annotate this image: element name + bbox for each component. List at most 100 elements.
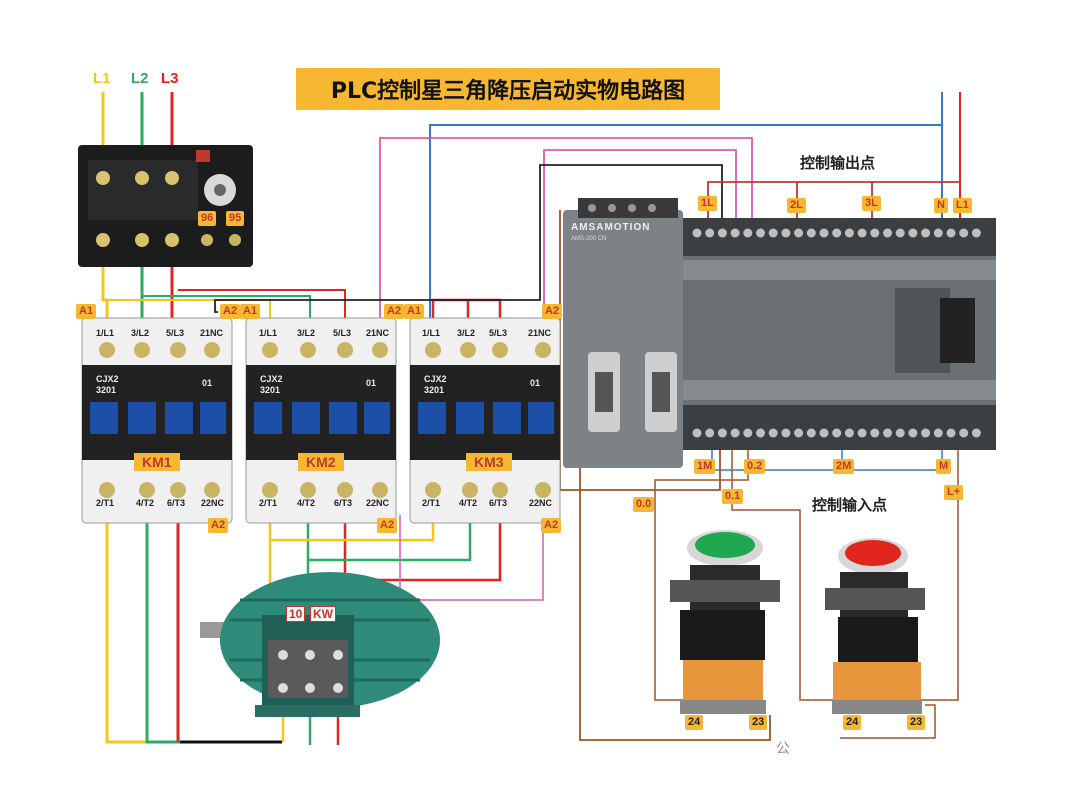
km2-model-line2: 3201 xyxy=(260,385,281,395)
output-tag-n: N xyxy=(934,198,948,213)
output-terminal-screw xyxy=(946,228,956,238)
input-terminal-screw xyxy=(895,428,905,438)
wire-brown-2 xyxy=(579,300,771,741)
input-tag-0-1: 0.1 xyxy=(722,489,744,504)
km1-terminal-5l3: 5/L3 xyxy=(166,328,185,338)
contactor-km3 xyxy=(409,317,561,524)
stop-button-terminal-24: 24 xyxy=(843,715,862,730)
input-terminal-screw xyxy=(692,428,702,438)
input-terminal-screw xyxy=(832,428,842,438)
input-terminal-screw xyxy=(806,428,816,438)
input-tag-lplus: L+ xyxy=(944,485,964,500)
output-tag-l1: L1 xyxy=(953,198,972,213)
km3-coil-a2-top: A2 xyxy=(542,304,563,319)
plc-unit xyxy=(563,198,996,468)
input-terminal-screw xyxy=(921,428,931,438)
km2-label: KM2 xyxy=(298,453,344,471)
output-terminal-screw xyxy=(921,228,931,238)
input-terminal-screw xyxy=(717,428,727,438)
km3-terminal-22nc: 22NC xyxy=(529,498,553,508)
input-terminal-screw xyxy=(756,428,765,438)
output-terminal-screw xyxy=(806,228,816,238)
output-terminal-screw xyxy=(730,228,740,238)
km1-coil-a1: A1 xyxy=(76,304,97,319)
input-terminal-screw xyxy=(705,428,715,438)
km3-label: KM3 xyxy=(466,453,512,471)
output-terminal-screw xyxy=(768,228,778,238)
wire-pink1 xyxy=(379,137,753,345)
output-terminal-screw xyxy=(933,228,943,238)
wire-red-out-bus xyxy=(707,181,960,232)
output-tag-1l: 1L xyxy=(698,196,717,211)
km3-terminal-6t3: 6/T3 xyxy=(489,498,508,508)
km1-terminal-3l2: 3/L2 xyxy=(131,328,150,338)
output-terminal-screw xyxy=(794,228,804,238)
km2-terminal-1l1: 1/L1 xyxy=(259,328,278,338)
input-terminal-screw xyxy=(730,428,740,438)
km1-terminal-1l1: 1/L1 xyxy=(96,328,115,338)
input-terminal-screw xyxy=(959,428,969,438)
input-tag-2m: 2M xyxy=(833,459,855,474)
km3-terminal-5l3: 5/L3 xyxy=(489,328,508,338)
input-terminal-screw xyxy=(971,428,981,438)
output-terminal-screw xyxy=(908,228,918,238)
output-terminal-screw xyxy=(692,228,702,238)
input-tag-0-0: 0.0 xyxy=(633,497,655,512)
km1-terminal-2t1: 2/T1 xyxy=(96,498,115,508)
km2-model-line1: CJX2 xyxy=(260,374,283,384)
input-terminal-screw xyxy=(857,428,867,438)
plc-brand: AMSAMOTION xyxy=(571,222,651,233)
start-button-terminal-23: 23 xyxy=(749,715,768,730)
km3-terminal-4t2: 4/T2 xyxy=(459,498,478,508)
overload-terminal-95: 95 xyxy=(226,211,245,226)
motor-power-value: 10 xyxy=(286,606,306,622)
plc-model: AMS-200 CN xyxy=(571,236,607,242)
km3-terminal-2t1: 2/T1 xyxy=(422,498,441,508)
motor-power-unit: KW xyxy=(310,606,336,622)
input-terminal-screw xyxy=(844,428,854,438)
overload-relay xyxy=(78,145,253,267)
start-button-terminal-24: 24 xyxy=(685,715,704,730)
output-terminal-screw xyxy=(895,228,905,238)
km2-terminal-5l3: 5/L3 xyxy=(333,328,352,338)
km2-coil-a1: A1 xyxy=(240,304,261,319)
input-terminal-screw xyxy=(883,428,892,438)
wire-brown-3 xyxy=(731,435,840,701)
km2-terminal-2t1: 2/T1 xyxy=(259,498,278,508)
km2-terminal-4t2: 4/T2 xyxy=(297,498,316,508)
phase-label-l2: L2 xyxy=(131,70,149,87)
km1-terminal-6t3: 6/T3 xyxy=(167,498,186,508)
output-terminal-screw xyxy=(756,228,765,238)
output-terminal-screw xyxy=(870,228,880,238)
output-terminal-screw xyxy=(819,228,829,238)
push-button-start xyxy=(670,530,780,714)
wire-l2-km1-out xyxy=(145,495,180,744)
km3-aux: 01 xyxy=(530,378,541,388)
output-terminal-screw xyxy=(883,228,892,238)
output-tag-3l: 3L xyxy=(862,196,881,211)
output-terminal-screw xyxy=(781,228,791,238)
contactor-km2 xyxy=(245,317,397,524)
output-terminal-screw xyxy=(832,228,842,238)
wire-pink-km3 xyxy=(399,515,544,601)
plc-output-terminals xyxy=(692,228,981,238)
km1-terminal-22nc: 22NC xyxy=(201,498,225,508)
km3-terminal-21nc: 21NC xyxy=(528,328,552,338)
km3-model-line2: 3201 xyxy=(424,385,445,395)
wire-brown-5 xyxy=(920,432,959,701)
phase-label-l3: L3 xyxy=(161,70,179,87)
km3-terminal-1l1: 1/L1 xyxy=(422,328,441,338)
overload-terminal-96: 96 xyxy=(198,211,217,226)
input-terminal-screw xyxy=(794,428,804,438)
output-terminal-screw xyxy=(743,228,753,238)
wire-pink2 xyxy=(543,149,737,345)
output-terminal-screw xyxy=(705,228,715,238)
input-terminal-screw xyxy=(768,428,778,438)
input-terminal-screw xyxy=(870,428,880,438)
output-terminal-screw xyxy=(971,228,981,238)
motor xyxy=(200,572,440,717)
input-terminal-screw xyxy=(743,428,753,438)
input-terminal-screw xyxy=(946,428,956,438)
km1-model-line1: CJX2 xyxy=(96,374,119,384)
km3-coil-a1: A1 xyxy=(404,304,425,319)
